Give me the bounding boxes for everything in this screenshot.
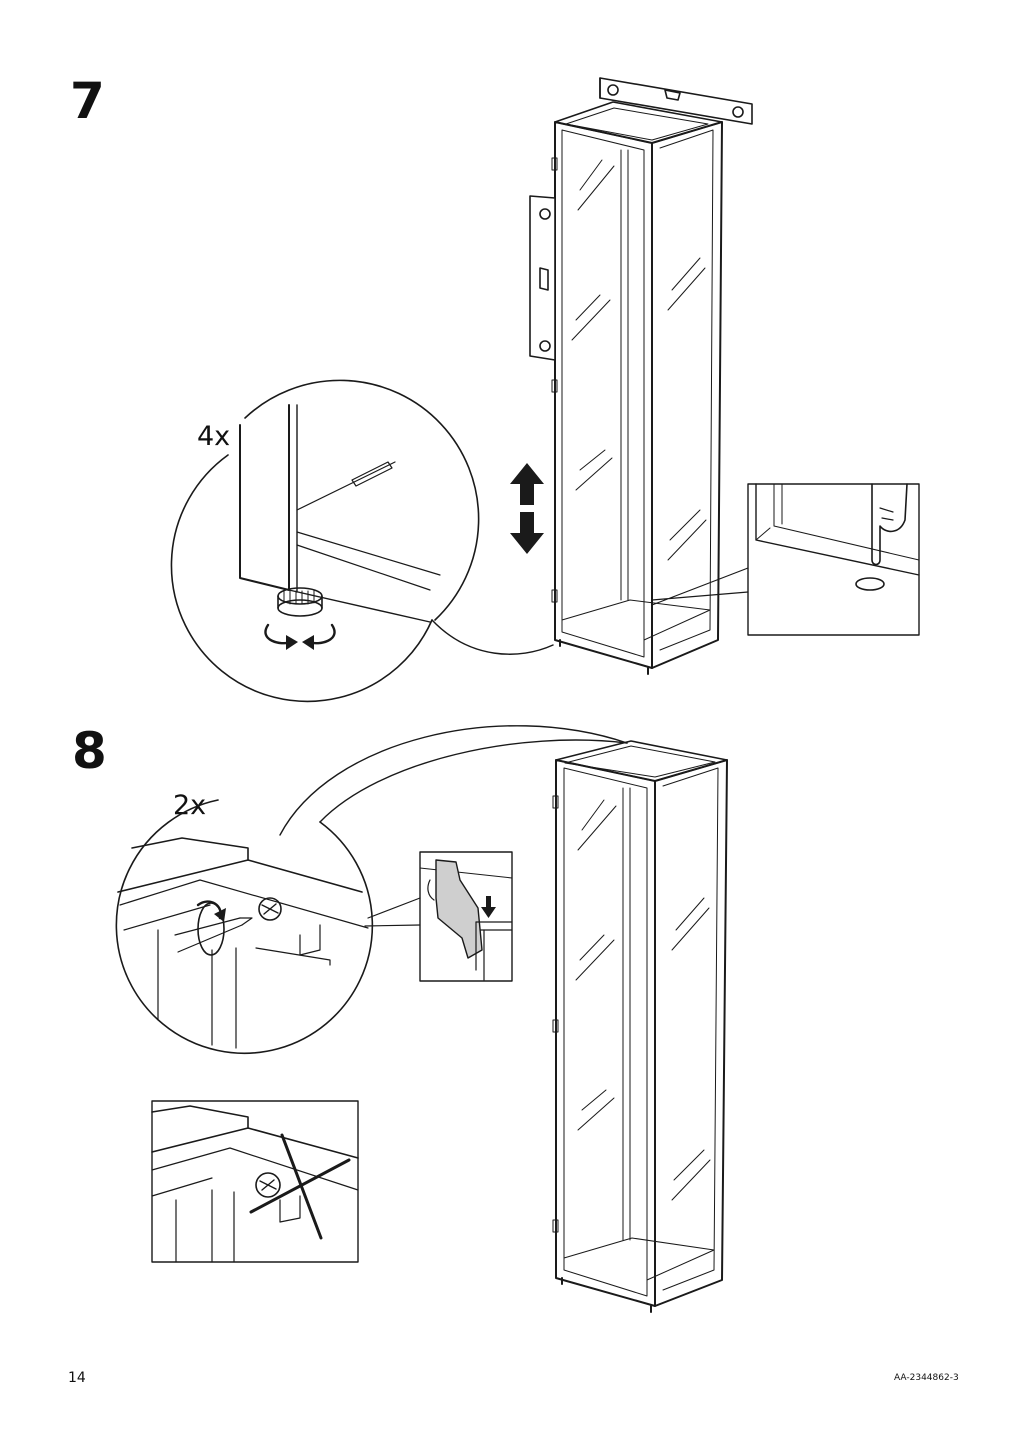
hand-press-icon [871, 483, 908, 566]
cross-mark-icon [249, 1133, 351, 1240]
step-7-detail-box [651, 483, 920, 636]
screwdriver-icon [174, 900, 253, 956]
spirit-level-vertical [529, 195, 556, 361]
step-8-detail-circle [115, 725, 628, 1055]
rotate-arrows-icon [264, 623, 336, 650]
step-number-8: 8 [72, 722, 107, 780]
step-7-quantity: 4x [197, 421, 231, 452]
step-8-cabinet [552, 740, 728, 1313]
page-number: 14 [68, 1370, 86, 1386]
step-7-cabinet [551, 101, 723, 675]
step-8-wrong-way-box [151, 1100, 359, 1263]
down-arrow-icon [481, 896, 496, 918]
step-8-detail-box [364, 851, 513, 982]
step-7-detail-circle [170, 379, 554, 703]
step-number-7: 7 [70, 72, 105, 130]
spirit-level-icon [599, 77, 753, 125]
document-code: AA-2344862-3 [894, 1373, 959, 1383]
up-down-arrow-icon [510, 463, 544, 554]
